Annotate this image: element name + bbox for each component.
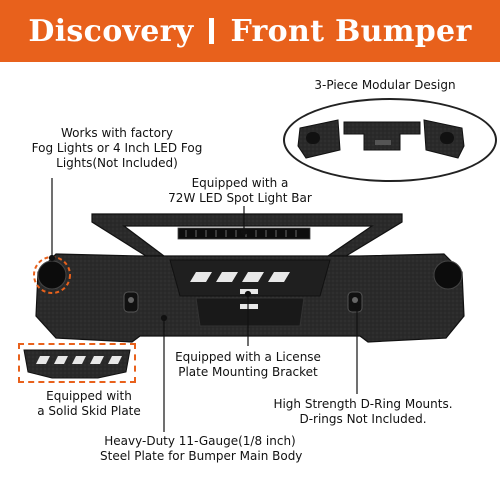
- callout-d-ring: High Strength D-Ring Mounts. D-rings Not…: [258, 397, 468, 427]
- callout-dring-line1: High Strength D-Ring Mounts.: [273, 397, 453, 411]
- bumper-illustration: [33, 213, 465, 343]
- callout-skid-plate: Equipped with a Solid Skid Plate: [14, 389, 164, 419]
- skid-plate-frame: [18, 343, 136, 383]
- callout-license-line2: Plate Mounting Bracket: [178, 365, 318, 379]
- callout-skid-line2: a Solid Skid Plate: [37, 404, 141, 418]
- title-right: Front Bumper: [230, 13, 472, 49]
- modular-pieces-illustration: [297, 119, 465, 159]
- callout-lightbar-line2: 72W LED Spot Light Bar: [168, 191, 312, 205]
- callout-skid-line1: Equipped with: [46, 389, 132, 403]
- callout-fog-line3: Lights(Not Included): [56, 156, 178, 170]
- title-separator: [209, 18, 215, 44]
- callout-lightbar-line1: Equipped with a: [191, 176, 289, 190]
- callout-fog-line2: Fog Lights or 4 Inch LED Fog: [31, 141, 203, 155]
- modular-pieces-frame: [283, 98, 497, 182]
- leader-lines: [48, 178, 361, 432]
- title-left: Discovery: [28, 13, 194, 49]
- callout-fog-line1: Works with factory: [61, 126, 173, 140]
- callout-modular-line1: 3-Piece Modular Design: [314, 78, 456, 92]
- callout-dring-line2: D-rings Not Included.: [299, 412, 427, 426]
- callout-license-bracket: Equipped with a License Plate Mounting B…: [168, 350, 328, 380]
- callout-modular-design: 3-Piece Modular Design: [300, 78, 470, 93]
- skid-plate-illustration: [23, 349, 131, 379]
- callout-license-line1: Equipped with a License: [175, 350, 321, 364]
- callout-steel-plate: Heavy-Duty 11-Gauge(1/8 inch) Steel Plat…: [100, 434, 303, 464]
- callout-steel-line1: Heavy-Duty 11-Gauge(1/8 inch): [104, 434, 296, 448]
- title-banner: Discovery Front Bumper: [0, 0, 500, 62]
- callout-fog-lights: Works with factory Fog Lights or 4 Inch …: [22, 126, 212, 171]
- callout-steel-line2: Steel Plate for Bumper Main Body: [100, 449, 303, 463]
- callout-light-bar: Equipped with a 72W LED Spot Light Bar: [160, 176, 320, 206]
